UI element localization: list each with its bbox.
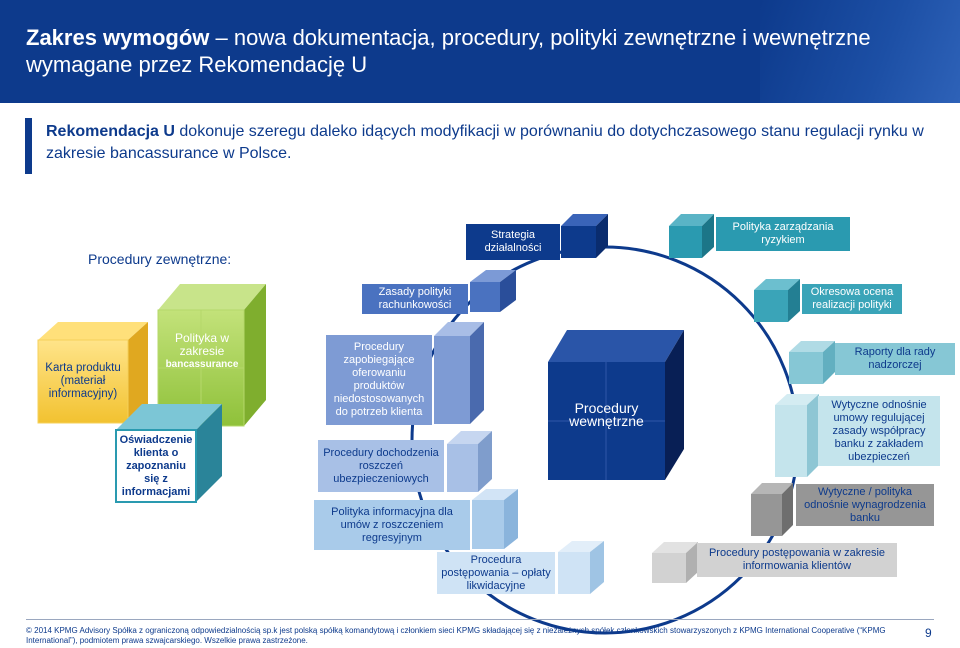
zasady-cube — [470, 270, 516, 312]
intro-bold: Rekomendacja U — [46, 123, 175, 140]
dochodzenia-box — [318, 440, 444, 492]
zarzadzanie-box — [716, 217, 850, 251]
polityka-label: Polityka w zakresie bancassurance — [160, 328, 244, 374]
zapobiegajace-box — [326, 335, 432, 425]
strategia-label: Strategia działalności — [484, 229, 542, 254]
wytyczne-wynagr-box — [796, 484, 934, 526]
reklamacje-cube — [652, 542, 698, 583]
reklamacje-box — [697, 543, 897, 577]
raporty-label: Raporty dla rady nadzorczej — [854, 346, 936, 371]
raporty-box — [835, 343, 955, 375]
zarzadzanie-cube — [669, 214, 714, 258]
karta-cube — [37, 322, 148, 424]
zasady-label: Zasady polityki rachunkowości — [378, 286, 452, 311]
wytyczne-umowy-label: Wytyczne odnośnie umowy regulującej zasa… — [831, 398, 927, 463]
page-number: 9 — [925, 626, 932, 640]
strategia-cube — [561, 214, 608, 258]
intro-text: Rekomendacja U dokonuje szeregu daleko i… — [46, 121, 946, 165]
polityka-sub: bancassurance — [165, 358, 239, 370]
informacyjna-box — [314, 500, 470, 550]
footer-text: © 2014 KPMG Advisory Spółka z ograniczon… — [26, 626, 886, 645]
informacyjna-cube — [472, 489, 518, 549]
footer-divider — [26, 619, 934, 620]
zasady-box — [362, 284, 468, 314]
zapobiegajace-cube — [434, 322, 484, 424]
zapobiegajace-label: Procedury zapobiegające oferowaniu produ… — [333, 341, 425, 418]
title-rest: – nowa dokumentacja, procedury, polityki… — [26, 25, 871, 77]
ocena-label: Okresowa ocena realizacji polityki — [810, 286, 894, 311]
dochodzenia-cube — [447, 431, 492, 492]
wytyczne-wynagr-label: Wytyczne / polityka odnośnie wynagrodzen… — [804, 485, 926, 524]
oplaty-label: Procedura postępowania – opłaty likwidac… — [441, 553, 551, 592]
raporty-cube — [789, 341, 835, 384]
oswiadczenie-cube — [115, 404, 222, 503]
internal-procedures-label: Procedury wewnętrzne — [569, 400, 644, 429]
internal-core-cube — [548, 330, 684, 480]
wytyczne-umowy-box — [818, 396, 940, 466]
title-bold: Zakres wymogów — [26, 25, 210, 50]
zarzadzanie-label: Polityka zarządzania ryzykiem — [732, 221, 834, 246]
strategia-box — [466, 224, 560, 260]
page-title: Zakres wymogów – nowa dokumentacja, proc… — [26, 24, 926, 78]
informacyjna-label: Polityka informacyjna dla umów z roszcze… — [331, 505, 453, 544]
ocena-box — [802, 284, 902, 314]
wytyczne-wynagr-cube — [751, 483, 793, 536]
polityka-title: Polityka w zakresie — [174, 330, 230, 358]
external-procedures-label: Procedury zewnętrzne: — [88, 250, 232, 267]
oswiadczenie-label: Oświadczenie klienta o zapoznaniu się z … — [119, 433, 193, 498]
oplaty-box — [437, 552, 555, 594]
wytyczne-umowy-cube — [775, 394, 819, 477]
header-banner — [0, 0, 960, 103]
intro-rest: dokonuje szeregu daleko idących modyfika… — [46, 123, 924, 162]
ocena-cube — [754, 279, 800, 322]
intro-accent-bar — [25, 118, 32, 174]
reklamacje-label: Procedury postępowania w zakresie inform… — [708, 547, 886, 572]
oplaty-cube — [558, 541, 604, 594]
dochodzenia-label: Procedury dochodzenia roszczeń ubezpiecz… — [323, 446, 439, 485]
karta-label: Karta produktu (materiał informacyjny) — [45, 362, 121, 400]
